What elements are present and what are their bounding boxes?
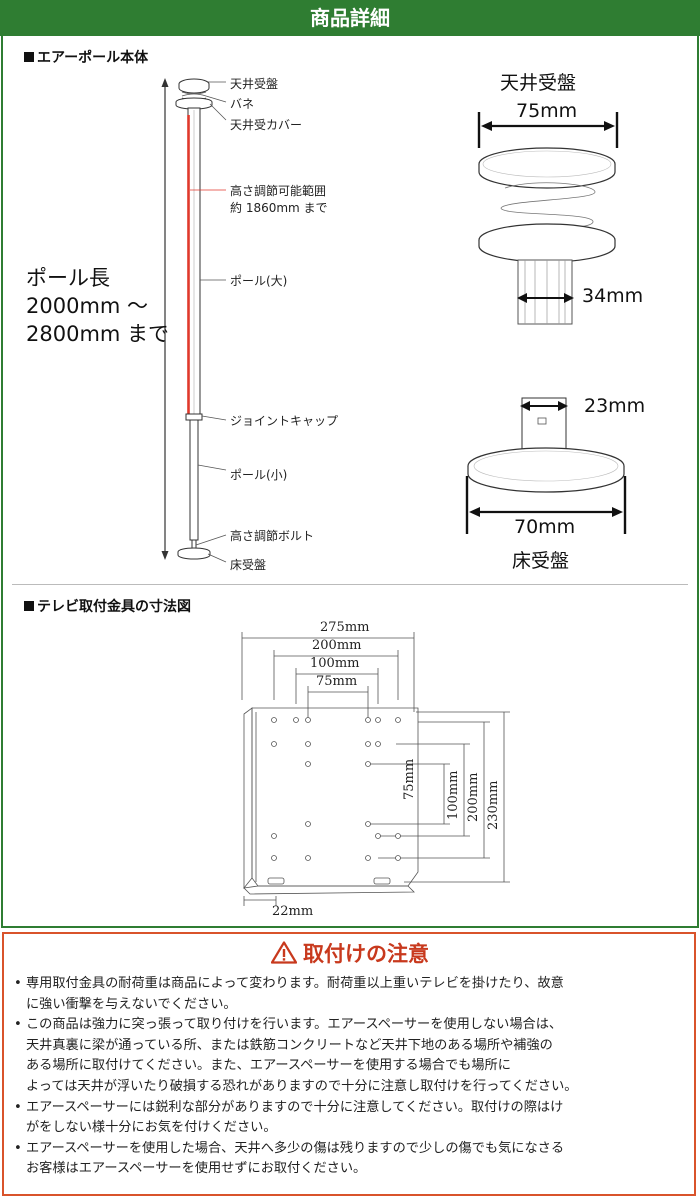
joint-cap <box>185 413 203 421</box>
dim-h75: 75mm <box>402 758 417 800</box>
label-pole-large: ポール(大) <box>230 274 288 288</box>
section-divider <box>12 584 688 585</box>
dim-depth-22: 22mm <box>272 904 314 919</box>
label-pole-small: ポール(小) <box>230 468 288 482</box>
square-bullet-icon <box>24 601 34 611</box>
details-frame <box>1 36 699 928</box>
floor-pole-dim: 23mm <box>584 395 646 417</box>
floor-detail-title: 床受盤 <box>512 550 570 572</box>
label-adjust-range-2: 約 1860mm まで <box>230 201 328 215</box>
bracket-dimension-drawing <box>241 632 510 906</box>
label-ceiling-plate: 天井受盤 <box>230 77 279 91</box>
label-floor-plate: 床受盤 <box>230 558 267 572</box>
dim-h230: 230mm <box>486 780 501 830</box>
label-joint-cap: ジョイントキャップ <box>230 414 339 428</box>
ceiling-width-dim: 75mm <box>516 100 578 122</box>
label-adjust-range-1: 高さ調節可能範囲 <box>230 184 327 198</box>
caution-item: エアースペーサーには鋭利な部分がありますので十分に注意してください。取付けの際は… <box>14 1098 690 1139</box>
caution-title: 取付けの注意 <box>0 938 700 968</box>
ceiling-pole-dim: 34mm <box>582 285 644 307</box>
section-header: 商品詳細 <box>0 0 700 36</box>
floor-plate-diagram <box>465 397 627 534</box>
caution-list: 専用取付金具の耐荷重は商品によって変わります。耐荷重以上重いテレビを掛けたり、故… <box>14 974 690 1180</box>
ceiling-detail-title: 天井受盤 <box>500 72 577 94</box>
header-title: 商品詳細 <box>310 6 390 30</box>
label-spring: バネ <box>230 97 255 111</box>
dim-100: 100mm <box>310 656 360 671</box>
pole-diagram <box>161 78 227 563</box>
dim-275: 275mm <box>320 620 370 635</box>
square-bullet-icon <box>24 52 34 62</box>
dim-75: 75mm <box>316 674 358 689</box>
caution-item: エアースペーサーを使用した場合、天井へ多少の傷は残りますので少しの傷でも気になさ… <box>14 1139 690 1180</box>
caution-item: 専用取付金具の耐荷重は商品によって変わります。耐荷重以上重いテレビを掛けたり、故… <box>14 974 690 1015</box>
caution-box <box>2 932 696 1196</box>
dim-h200: 200mm <box>466 772 481 822</box>
floor-width-dim: 70mm <box>514 516 576 538</box>
dim-h100: 100mm <box>446 770 461 820</box>
pole-small <box>189 419 199 541</box>
pole-section-title: エアーポール本体 <box>24 47 148 67</box>
pole-length-text: ポール長 2000mm ～ 2800mm まで <box>26 266 170 346</box>
ceiling-plate-diagram <box>477 112 619 325</box>
bracket-section-title: テレビ取付金具の寸法図 <box>24 596 191 616</box>
label-ceiling-cover: 天井受カバー <box>230 118 303 132</box>
dim-200: 200mm <box>312 638 362 653</box>
label-adjust-bolt: 高さ調節ボルト <box>230 529 315 543</box>
caution-item: この商品は強力に突っ張って取り付けを行います。エアースペーサーを使用しない場合は… <box>14 1015 690 1097</box>
warning-icon <box>271 941 297 964</box>
